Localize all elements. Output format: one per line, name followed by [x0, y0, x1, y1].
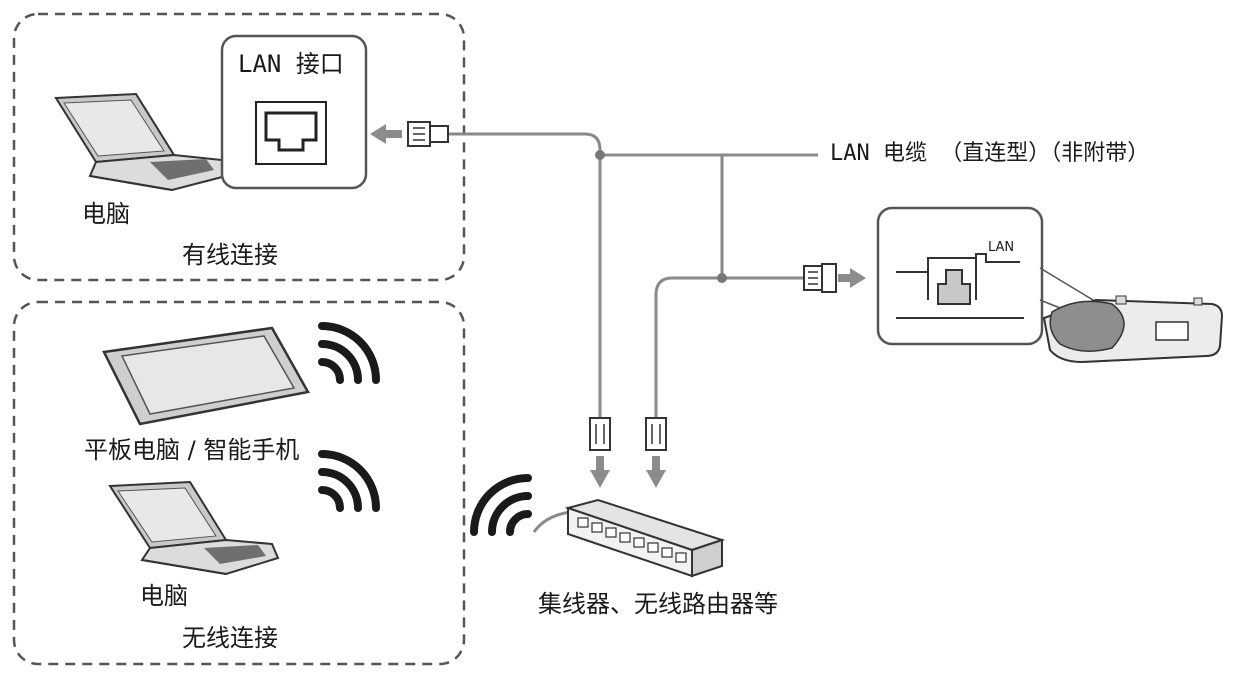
wifi-signal-icon [470, 474, 532, 536]
wired-connection-label: 有线连接 [182, 241, 278, 269]
wifi-signal-icon [318, 450, 380, 512]
hub-router-label: 集线器、无线路由器等 [538, 590, 778, 618]
wifi-signal-icon [318, 322, 380, 384]
cable-junction-dot [595, 150, 605, 160]
arrow-icon [370, 124, 402, 144]
tablet-smartphone-label: 平板电脑 / 智能手机 [84, 436, 300, 464]
lan-port-label: LAN 接口 [238, 50, 344, 78]
projector-icon [1042, 295, 1224, 364]
network-hub-icon [564, 498, 726, 578]
rj45-plug-icon [589, 417, 611, 451]
arrow-icon [646, 456, 666, 488]
wireless-connection-frame [12, 300, 466, 666]
arrow-icon [838, 268, 866, 288]
lan-port-icon [255, 101, 327, 165]
tablet-icon [102, 326, 310, 426]
arrow-icon [590, 456, 610, 488]
projector-lan-label: LAN [988, 240, 1015, 255]
cable-junction-dot [717, 273, 727, 283]
lan-port-icon [896, 253, 1024, 319]
wireless-connection-label: 无线连接 [182, 624, 278, 652]
rj45-plug-icon [645, 417, 667, 451]
wireless-pc-label: 电脑 [140, 582, 188, 610]
wired-connection-frame [12, 12, 466, 282]
wired-pc-label: 电脑 [82, 200, 130, 228]
laptop-icon [54, 92, 228, 192]
lan-cable-label: LAN 电缆 （直连型）（非附带） [830, 141, 1150, 166]
laptop-icon [108, 480, 280, 576]
rj45-plug-icon [407, 121, 449, 147]
lan-cable-lines [448, 132, 818, 533]
rj45-plug-icon [803, 263, 837, 293]
